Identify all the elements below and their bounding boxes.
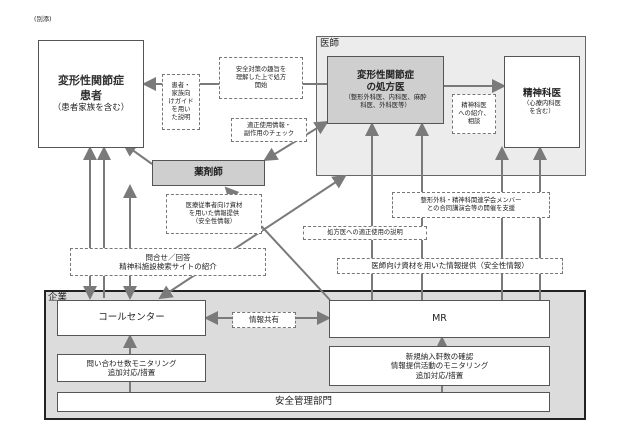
note-mr-monitoring-1: 新規納入軒数の確認 — [405, 351, 474, 361]
patient-label-3: （患者家族を含む） — [52, 102, 130, 113]
note-joint-lecture-2: との合同講演会等の開催を支援 — [426, 205, 516, 212]
patient-box: 変形性関節症 患者 （患者家族を含む） — [38, 40, 144, 148]
note-inquiry-2: 精神科施設検索サイトの紹介 — [119, 262, 217, 271]
prescriber-label-1: 変形性関節症 — [356, 69, 414, 81]
psychiatrist-label-1: 精神科医 — [522, 87, 561, 99]
note-joint-lecture-1: 整形外科・精神科関連学会メンバー — [420, 197, 522, 205]
note-mr-monitoring-3: 追加対応/措置 — [415, 370, 464, 380]
patient-label-1: 変形性関節症 — [58, 74, 124, 88]
arrow-cc-prescriber — [158, 174, 347, 300]
note-hcp-materials-1: 医療従事者向け資材 — [185, 202, 243, 210]
call-center-box: コールセンター — [57, 300, 206, 336]
note-cc-monitoring-2: 追加対応/措置 — [107, 368, 156, 377]
note-patient-guide-5: た説明 — [171, 113, 191, 121]
note-info-sharing: 情報共有 — [232, 312, 296, 328]
prescriber-label-4: 科医、外科医等） — [360, 102, 411, 110]
note-patient-guide: 患者・ 家族向 けガイド を用い た説明 — [162, 74, 200, 130]
note-safety-measures: 安全対策の趣旨を 理解した上で処方 開始 — [219, 57, 303, 99]
note-inquiry: 問合せ／回答 精神科施設検索サイトの紹介 — [70, 248, 266, 276]
mr-label: MR — [432, 312, 447, 324]
note-patient-guide-2: 家族向 — [171, 90, 191, 98]
note-psych-referral-2: への紹介、 — [458, 110, 490, 118]
note-proper-use: 適正使用情報・ 副作用のチェック — [231, 118, 307, 142]
note-proper-use-1: 適正使用情報・ — [246, 122, 292, 130]
note-psych-referral-3: 相談 — [467, 117, 481, 125]
prescriber-label-2: の処方医 — [366, 82, 405, 94]
note-joint-lecture: 整形外科・精神科関連学会メンバー との合同講演会等の開催を支援 — [392, 192, 550, 218]
note-cc-monitoring-1: 問い合わせ数モニタリング — [86, 358, 177, 368]
note-patient-guide-1: 患者・ — [171, 82, 191, 90]
note-info-sharing-1: 情報共有 — [249, 315, 279, 325]
doctor-region-label: 医師 — [320, 38, 340, 49]
pharmacist-box: 薬剤師 — [152, 160, 265, 186]
note-safety-measures-1: 安全対策の趣旨を — [235, 66, 287, 74]
note-cc-monitoring: 問い合わせ数モニタリング 追加対応/措置 — [57, 354, 206, 382]
note-doctor-materials-1: 医師向け資材を用いた情報提供（安全性情報） — [371, 261, 529, 271]
mr-box: MR — [329, 300, 550, 338]
note-mr-monitoring-2: 情報提供活動のモニタリング — [390, 361, 489, 371]
patient-label-2: 患者 — [80, 88, 102, 102]
psychiatrist-label-3: を含む） — [529, 108, 555, 116]
psychiatrist-label-2: （心療内科医 — [523, 100, 561, 108]
note-proper-use-2: 副作用のチェック — [243, 130, 295, 137]
pharmacist-label: 薬剤師 — [194, 166, 223, 178]
safety-dept-box: 安全管理部門 — [57, 392, 550, 412]
page-note: (別添) — [34, 16, 52, 23]
note-patient-guide-4: を用い — [171, 105, 191, 113]
note-psych-referral: 精神科医 への紹介、 相談 — [452, 94, 496, 134]
note-hcp-materials-2: を用いた情報提供 — [188, 210, 240, 218]
prescriber-box: 変形性関節症 の処方医 （整形外科医、内科医、麻酔 科医、外科医等） — [327, 56, 444, 124]
note-explain-prescriber: 処方医への適正使用の説明 — [303, 226, 427, 240]
call-center-label: コールセンター — [98, 311, 165, 323]
note-psych-referral-1: 精神科医 — [461, 102, 487, 110]
note-safety-measures-3: 開始 — [254, 81, 268, 89]
note-inquiry-1: 問合せ／回答 — [145, 252, 191, 262]
note-safety-measures-2: 理解した上で処方 — [235, 74, 287, 82]
note-doctor-materials: 医師向け資材を用いた情報提供（安全性情報） — [337, 258, 563, 274]
company-region-label: 企業 — [48, 292, 68, 303]
safety-dept-label: 安全管理部門 — [274, 395, 332, 407]
note-mr-monitoring: 新規納入軒数の確認 情報提供活動のモニタリング 追加対応/措置 — [329, 346, 550, 386]
note-patient-guide-3: けガイド — [168, 98, 194, 106]
prescriber-label-3: （整形外科医、内科医、麻酔 — [344, 94, 427, 102]
psychiatrist-box: 精神科医 （心療内科医 を含む） — [504, 56, 580, 148]
note-hcp-materials: 医療従事者向け資材 を用いた情報提供 （安全性情報） — [166, 194, 262, 234]
note-hcp-materials-3: （安全性情報） — [191, 217, 237, 225]
note-explain-prescriber-1: 処方医への適正使用の説明 — [327, 229, 403, 237]
